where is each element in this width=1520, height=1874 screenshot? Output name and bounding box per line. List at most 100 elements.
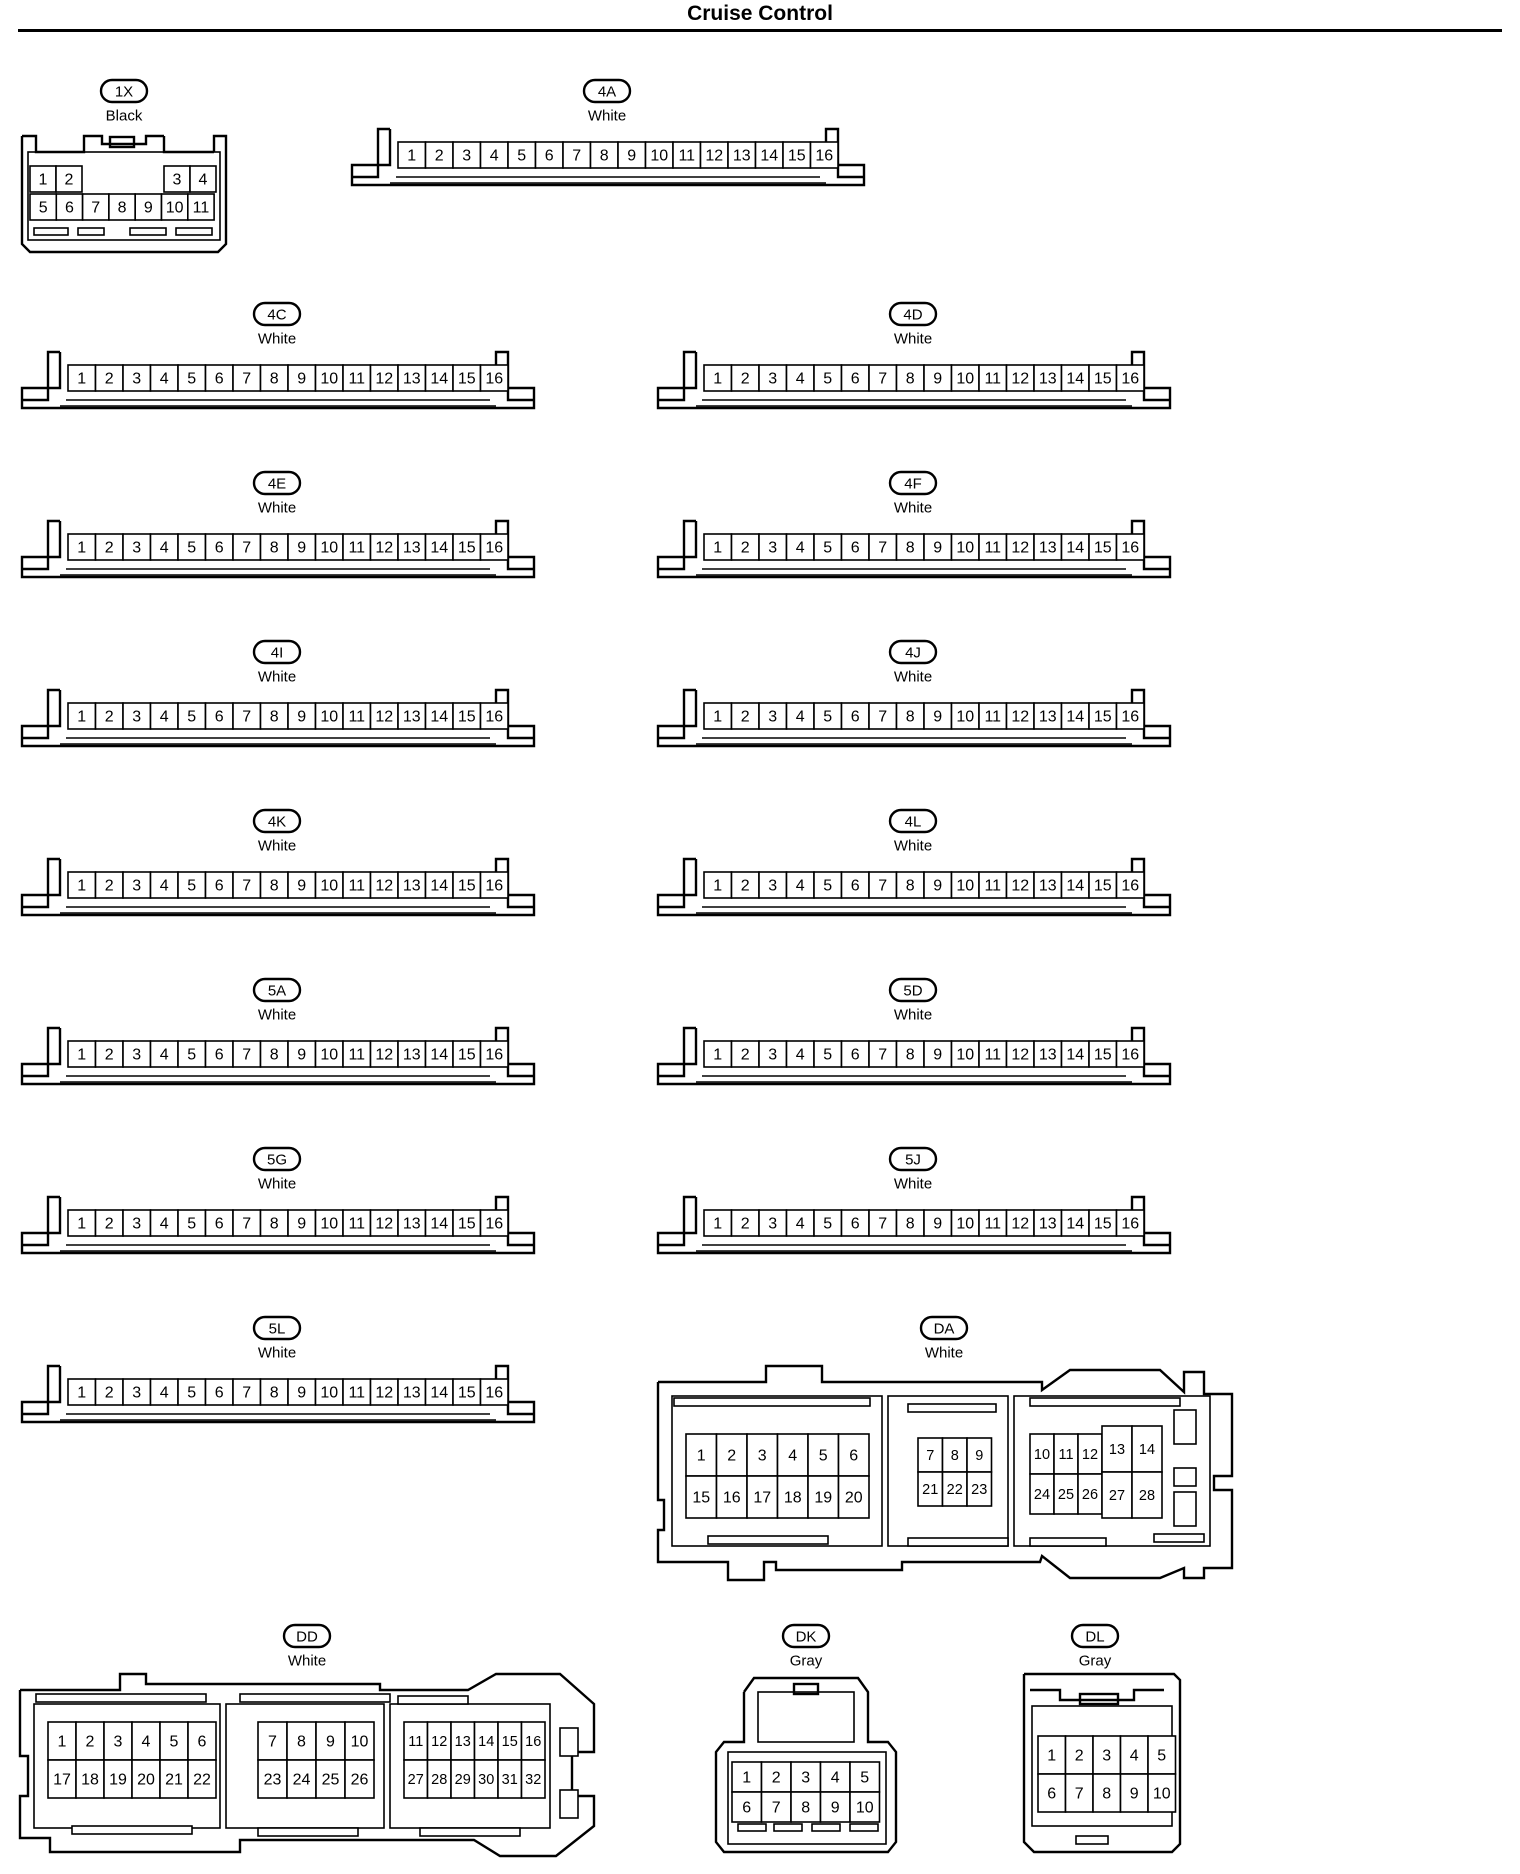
pin-cell bbox=[1115, 1040, 1145, 1068]
pin-number: 1 bbox=[77, 1216, 86, 1233]
pin-number: 4 bbox=[160, 709, 169, 726]
pin-number: 15 bbox=[458, 371, 476, 388]
pin-cell bbox=[731, 1791, 763, 1823]
pin-cell bbox=[369, 871, 399, 899]
pin-number: 3 bbox=[768, 1216, 777, 1233]
pin-number: 12 bbox=[375, 1385, 393, 1402]
pin-cell bbox=[108, 193, 137, 221]
pin-cell bbox=[1005, 702, 1035, 730]
pin-cell bbox=[29, 193, 58, 221]
pin-cell bbox=[1088, 1040, 1118, 1068]
pin-number: 15 bbox=[458, 540, 476, 557]
pin-cell bbox=[479, 364, 509, 392]
pin-number: 10 bbox=[956, 371, 974, 388]
pin-cell bbox=[187, 1721, 217, 1761]
pin-number: 6 bbox=[851, 1216, 860, 1233]
pin-number: 8 bbox=[270, 371, 279, 388]
pin-number: 11 bbox=[678, 148, 695, 165]
pin-number: 14 bbox=[1066, 371, 1084, 388]
pin-cell bbox=[67, 871, 97, 899]
pin-number: 19 bbox=[109, 1772, 127, 1789]
pin-cell bbox=[75, 1721, 105, 1761]
pin-cell bbox=[760, 1761, 792, 1793]
pin-number: 12 bbox=[1011, 878, 1029, 895]
pin-number: 5 bbox=[187, 1216, 196, 1233]
pin-number: 8 bbox=[906, 878, 915, 895]
pin-number: 4 bbox=[142, 1734, 151, 1751]
pin-number: 11 bbox=[348, 1047, 365, 1064]
pin-number: 13 bbox=[1039, 709, 1057, 726]
pin-number: 11 bbox=[984, 878, 1001, 895]
pin-number: 3 bbox=[132, 1385, 141, 1402]
pin-cell bbox=[75, 1759, 105, 1799]
pin-number: 4 bbox=[160, 540, 169, 557]
pin-number: 16 bbox=[1121, 1047, 1139, 1064]
pin-cell bbox=[1115, 364, 1145, 392]
pin-cell bbox=[122, 364, 152, 392]
connector-code-badge bbox=[252, 470, 302, 496]
pin-number: 11 bbox=[984, 371, 1001, 388]
pin-cell bbox=[809, 141, 839, 169]
pin-number: 14 bbox=[478, 1734, 494, 1750]
pin-number: 9 bbox=[933, 540, 942, 557]
pin-number: 5 bbox=[823, 371, 832, 388]
connector-code: 4E bbox=[268, 476, 286, 493]
pin-number: 4 bbox=[160, 1047, 169, 1064]
pin-cell bbox=[369, 533, 399, 561]
pin-number: 8 bbox=[906, 371, 915, 388]
connector-code: 4C bbox=[267, 307, 286, 324]
pin-cell bbox=[715, 1475, 748, 1519]
pin-cell bbox=[840, 533, 870, 561]
pin-number: 8 bbox=[951, 1448, 959, 1464]
pin-number: 6 bbox=[851, 709, 860, 726]
pin-cell bbox=[29, 165, 57, 193]
pin-number: 7 bbox=[268, 1734, 277, 1751]
pin-number: 1 bbox=[39, 172, 48, 189]
pin-number: 27 bbox=[408, 1772, 424, 1788]
pin-number: 7 bbox=[242, 878, 251, 895]
pin-number: 13 bbox=[403, 371, 421, 388]
pin-number: 6 bbox=[215, 1216, 224, 1233]
pin-number: 7 bbox=[1075, 1786, 1084, 1803]
pin-number: 12 bbox=[1011, 1047, 1029, 1064]
connector-color: White bbox=[894, 331, 932, 348]
latch-slot bbox=[849, 1823, 879, 1832]
pin-number: 16 bbox=[525, 1734, 541, 1750]
pin-number: 5 bbox=[823, 709, 832, 726]
pin-number: 15 bbox=[1094, 371, 1112, 388]
latch-slot bbox=[1173, 1409, 1197, 1445]
pin-cell bbox=[149, 871, 179, 899]
connector-color: White bbox=[258, 331, 296, 348]
pin-cell bbox=[369, 1209, 399, 1237]
pin-number: 9 bbox=[144, 200, 153, 217]
pin-cell bbox=[287, 364, 317, 392]
pin-number: 9 bbox=[933, 1047, 942, 1064]
pin-number: 4 bbox=[788, 1448, 797, 1465]
pin-number: 14 bbox=[430, 1385, 448, 1402]
pin-number: 24 bbox=[293, 1772, 311, 1789]
pin-number: 10 bbox=[166, 200, 184, 217]
pin-cell bbox=[1005, 364, 1035, 392]
latch-slot bbox=[239, 1693, 391, 1703]
pin-cell bbox=[204, 1040, 234, 1068]
pin-number: 5 bbox=[860, 1770, 869, 1787]
pin-number: 13 bbox=[1039, 540, 1057, 557]
pin-cell bbox=[397, 364, 427, 392]
pin-number: 3 bbox=[173, 172, 182, 189]
pin-cell bbox=[685, 1475, 718, 1519]
pin-cell bbox=[644, 141, 674, 169]
pin-number: 4 bbox=[490, 148, 499, 165]
connector-code: 5A bbox=[268, 983, 286, 1000]
pin-number: 1 bbox=[713, 1216, 722, 1233]
latch-slot bbox=[907, 1537, 1009, 1547]
pin-number: 9 bbox=[297, 371, 306, 388]
pin-cell bbox=[1131, 1471, 1163, 1519]
pin-cell bbox=[776, 1475, 809, 1519]
pin-cell bbox=[81, 193, 110, 221]
pin-cell bbox=[730, 871, 760, 899]
pin-number: 14 bbox=[1139, 1442, 1155, 1458]
